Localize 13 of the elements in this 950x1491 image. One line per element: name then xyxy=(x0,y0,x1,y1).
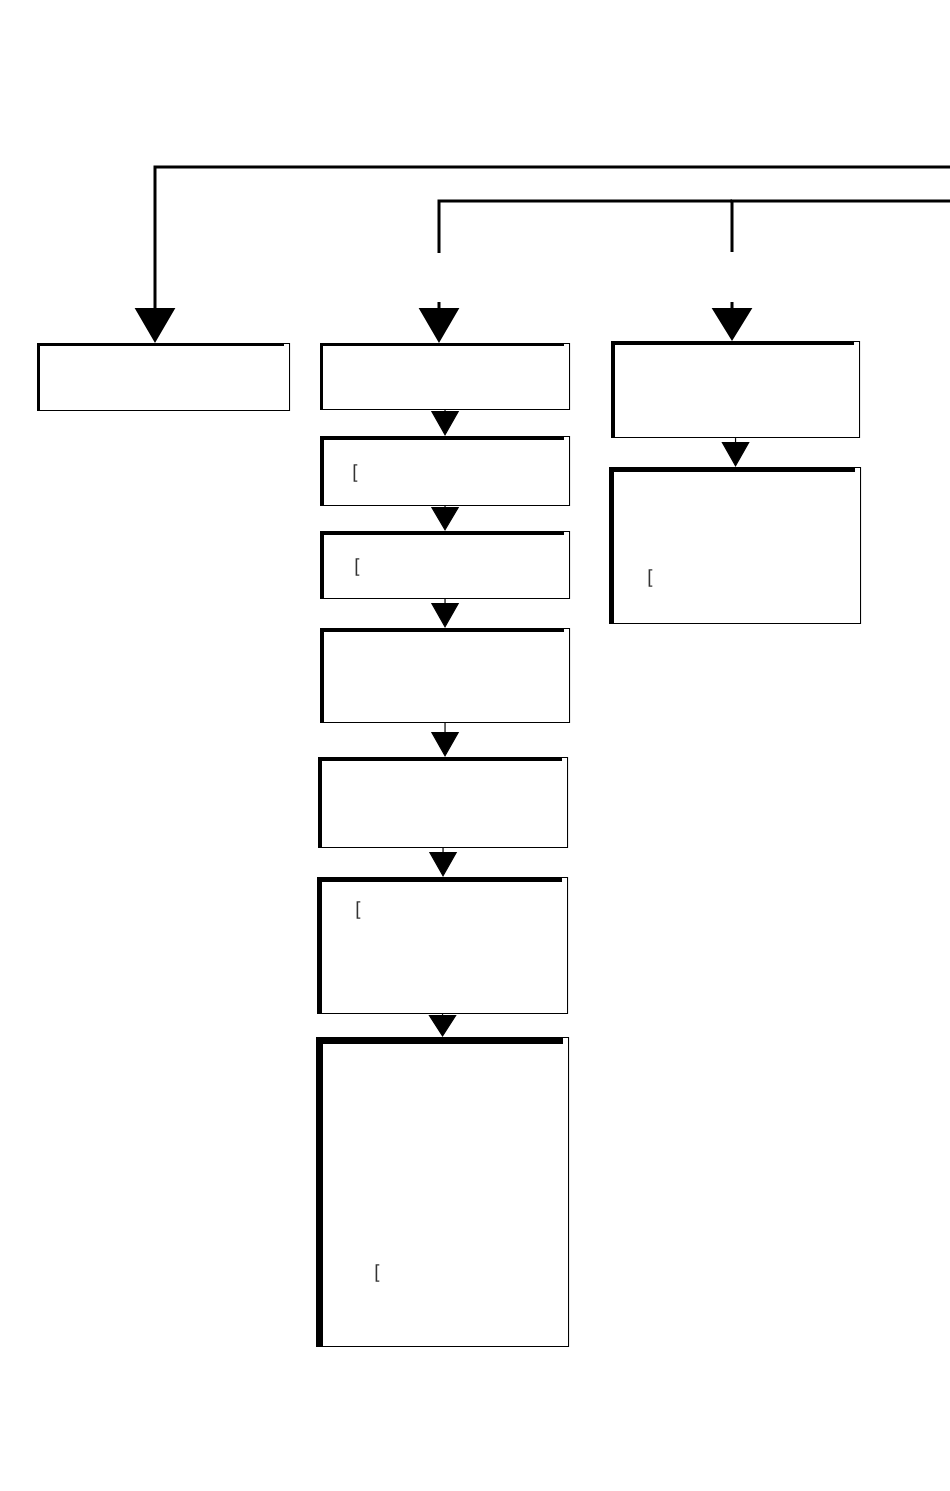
process-box: [ xyxy=(609,467,862,625)
process-box xyxy=(320,628,571,724)
process-box: [ xyxy=(320,436,571,507)
arrow xyxy=(721,437,750,467)
connector-line xyxy=(730,199,950,203)
process-box xyxy=(320,343,571,411)
process-box: [ xyxy=(320,531,571,600)
process-box xyxy=(37,343,291,412)
process-box: [ xyxy=(317,877,569,1015)
process-box xyxy=(318,757,569,849)
arrow xyxy=(428,1013,457,1037)
process-box xyxy=(611,341,861,439)
process-box: [ xyxy=(316,1037,570,1348)
